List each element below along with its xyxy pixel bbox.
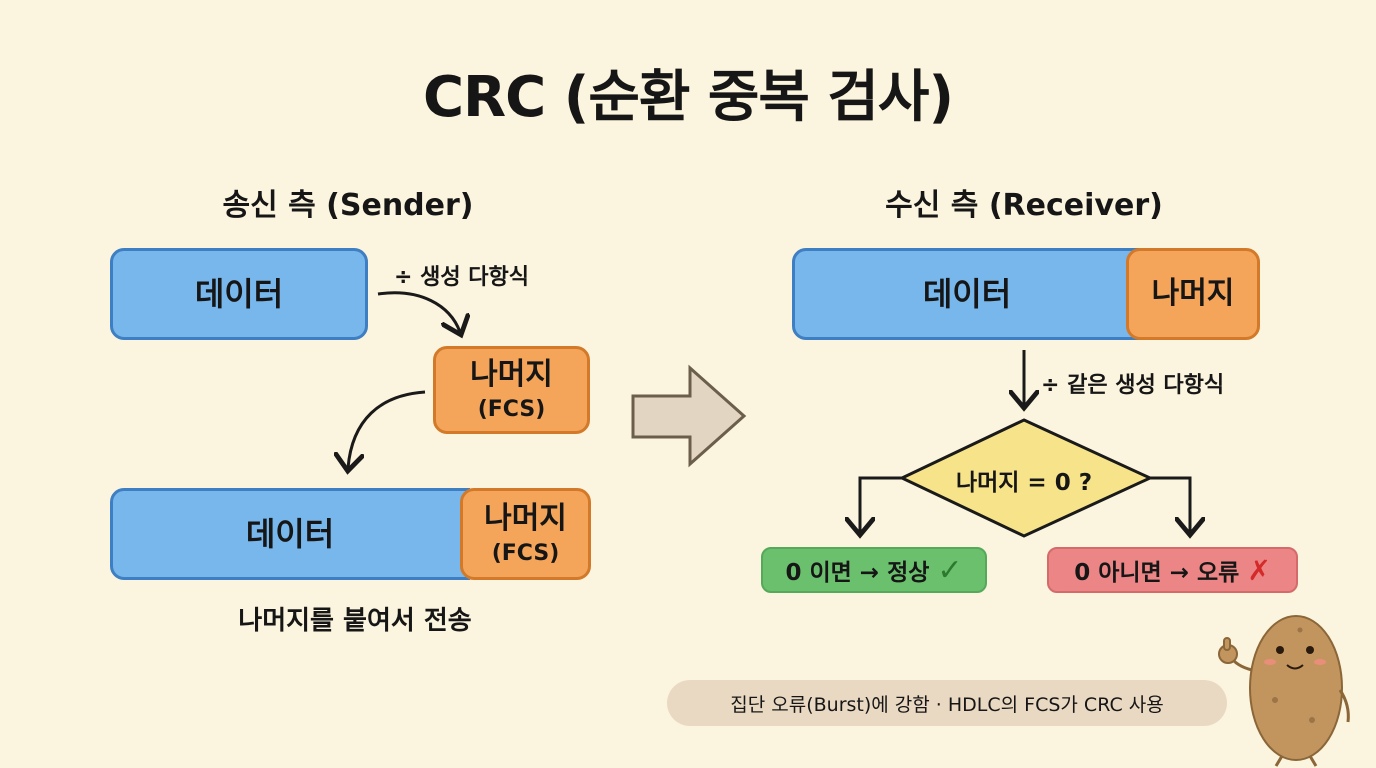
error-result-label: 0 아니면 → 오류	[1074, 560, 1240, 586]
sender-frame-remainder-label: 나머지	[484, 500, 567, 536]
decision-diamond	[898, 418, 1154, 538]
sender-frame-fcs-label: (FCS)	[491, 540, 560, 566]
error-result-badge: 0 아니면 → 오류 ✗	[1047, 547, 1298, 593]
receiver-remainder-label: 나머지	[1151, 276, 1235, 311]
footer-note: 집단 오류(Burst)에 강함 · HDLC의 FCS가 CRC 사용	[667, 680, 1227, 726]
sender-frame-data-label: 데이터	[245, 514, 335, 553]
sender-frame-fcs-box: 나머지 (FCS)	[460, 488, 591, 580]
receiver-heading: 수신 측 (Receiver)	[885, 188, 1163, 223]
sender-append-arrow	[348, 390, 426, 468]
sender-remainder-label: 나머지	[470, 356, 553, 392]
sender-heading: 송신 측 (Sender)	[222, 188, 474, 223]
page-title: CRC (순환 중복 검사)	[422, 65, 954, 130]
receiver-divide-label: ÷ 같은 생성 다항식	[1041, 373, 1225, 398]
sender-fcs-label: (FCS)	[477, 396, 546, 422]
check-icon: ✓	[937, 552, 963, 588]
sender-data-box: 데이터	[110, 248, 368, 340]
footer-note-text: 집단 오류(Burst)에 강함 · HDLC의 FCS가 CRC 사용	[730, 693, 1164, 716]
ok-result-label: 0 이면 → 정상	[785, 560, 930, 586]
sender-divide-arrow	[377, 291, 460, 332]
transmit-arrow	[631, 364, 747, 468]
decision-label: 나머지 = 0 ?	[955, 470, 1093, 496]
sender-frame-data-box: 데이터	[110, 488, 470, 580]
potato-mascot-icon	[1218, 615, 1350, 767]
sender-divide-label: ÷ 생성 다항식	[394, 265, 529, 290]
sender-caption: 나머지를 붙여서 전송	[238, 606, 472, 636]
receiver-data-label: 데이터	[922, 274, 1012, 313]
sender-data-label: 데이터	[194, 274, 284, 313]
cross-icon: ✗	[1247, 553, 1271, 587]
ok-branch-arrow	[860, 476, 902, 532]
ok-result-badge: 0 이면 → 정상 ✓	[761, 547, 987, 593]
sender-remainder-box: 나머지 (FCS)	[433, 346, 590, 434]
receiver-remainder-box: 나머지	[1126, 248, 1260, 340]
error-branch-arrow	[1150, 476, 1190, 532]
receiver-data-box: 데이터	[792, 248, 1142, 340]
